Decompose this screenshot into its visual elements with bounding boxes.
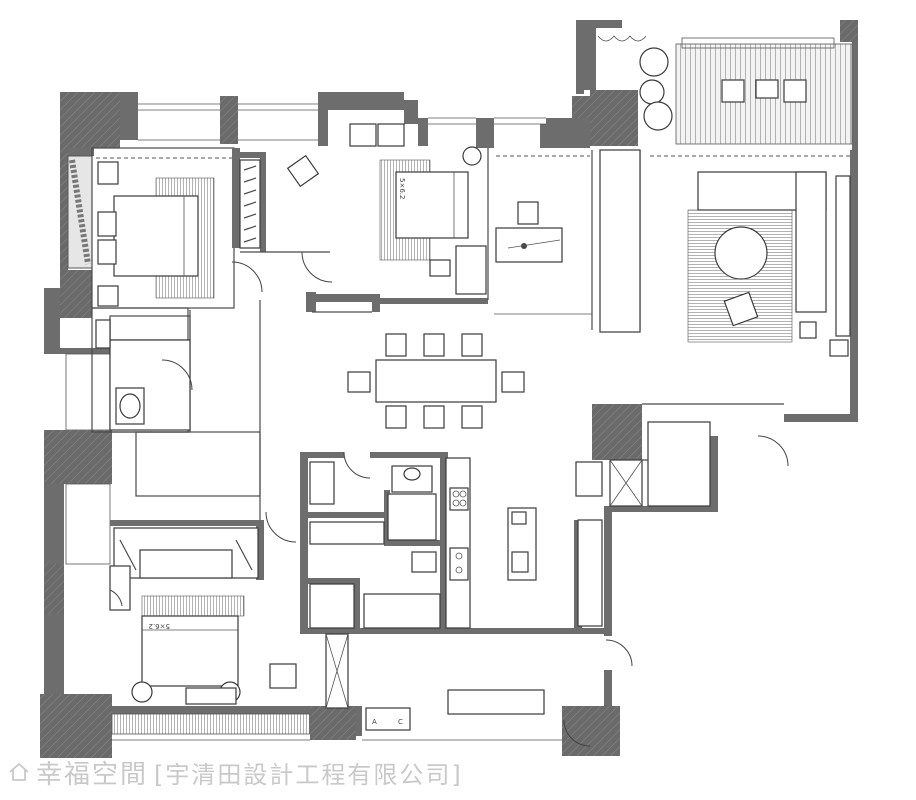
toilet (411, 551, 437, 573)
coffee-table (714, 226, 768, 280)
dining-chair (501, 371, 525, 393)
watermark: 幸福空間 [宇清田設計工程有限公司] (8, 754, 463, 790)
dining-chair (461, 405, 483, 429)
washer (365, 707, 411, 731)
double-bed (113, 195, 199, 277)
master-bedroom (96, 157, 232, 307)
house-outline-icon (9, 762, 29, 781)
toilet (403, 467, 421, 481)
bed (395, 171, 469, 239)
bed-tag: 5×6.2 (398, 178, 406, 199)
appliance-tag-a: A (372, 718, 377, 726)
appliance-tag-c: C (398, 718, 403, 726)
living-room (599, 149, 852, 357)
watermark-brand: 幸福空間 (36, 759, 149, 790)
bed (141, 615, 239, 687)
kitchen (445, 457, 603, 629)
nightstand (97, 161, 119, 185)
dining-chair (385, 405, 407, 429)
bench (185, 687, 237, 705)
dining-chair (423, 405, 445, 429)
sink (449, 547, 469, 581)
deck-table (755, 79, 779, 99)
dining-chair (423, 333, 445, 357)
bed-tag: 5×6.2 (149, 622, 170, 630)
armchair (723, 291, 759, 327)
counter (445, 457, 471, 629)
bedroom-two: 5×6.2 (286, 123, 487, 295)
exterior-walls (40, 20, 858, 758)
plant-pot (643, 101, 673, 131)
dining-table (375, 359, 497, 403)
deck-chair (783, 79, 807, 103)
bedroom-three: 5×6.2 (109, 527, 297, 705)
vanity (309, 461, 335, 505)
nightstand (97, 285, 119, 307)
interior-walls (91, 147, 784, 634)
dining-chair (347, 371, 371, 393)
deck-chair (721, 79, 745, 103)
armchair (269, 663, 297, 689)
dining-chair (461, 333, 483, 357)
utility-area: A C (95, 319, 711, 731)
door-swings (109, 251, 789, 747)
balcony (597, 35, 853, 145)
dining-chair (385, 333, 407, 357)
top-windows (138, 103, 546, 141)
plant-pot (639, 79, 665, 105)
shoe-cabinet (447, 689, 545, 715)
closet-hangers (239, 159, 261, 249)
nightstand (131, 681, 153, 703)
desk (455, 245, 487, 295)
shower-stall (309, 583, 355, 629)
bathrooms (109, 339, 441, 629)
stove (449, 487, 469, 511)
watermark-company: [宇清田設計工程有限公司] (154, 760, 463, 789)
dining-area (347, 333, 525, 429)
shower (387, 493, 437, 541)
armchair (286, 154, 320, 188)
plant-pot (639, 47, 669, 77)
bathtub (363, 593, 441, 629)
office-area (494, 155, 592, 315)
